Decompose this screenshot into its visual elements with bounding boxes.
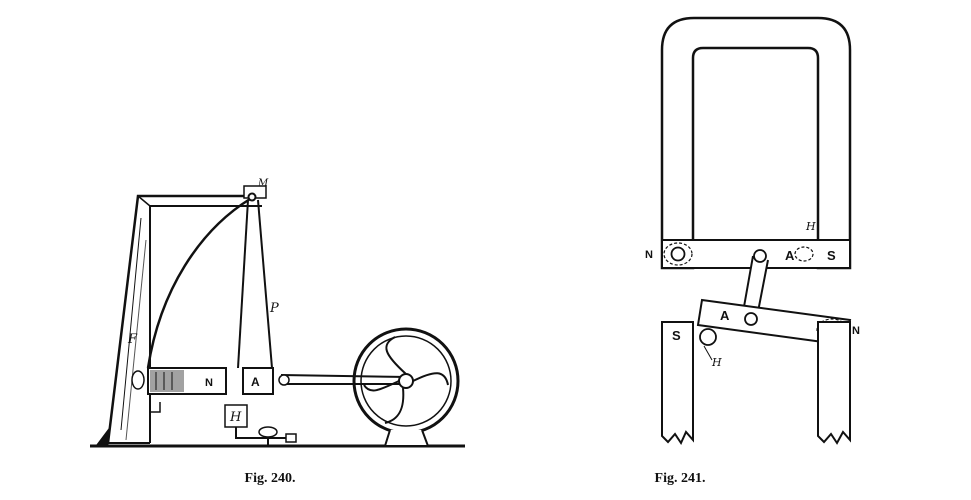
caption-fig-241: Fig. 241. [655,471,706,486]
label-h-bottom: H [711,356,722,369]
label-a-top: A [785,248,795,263]
pole-right [817,321,851,445]
magnet-n [131,367,227,413]
label-p: P [269,301,279,316]
connecting-rod [278,374,409,386]
pivot-n-top [670,246,686,262]
switch-h [224,404,297,446]
label-n-bottom: N [852,325,860,337]
label-a-bottom: A [720,308,730,323]
fig-241-diagram [660,16,852,446]
stop-h-top [794,246,814,262]
label-m: M [257,178,269,189]
label-h: H [229,410,242,425]
label-s-top: S [827,248,836,263]
label-s-bottom: S [672,328,681,343]
hinge-m [243,185,267,202]
pendulum-p [237,199,273,369]
label-a: A [251,375,260,389]
horseshoe-outer [660,16,852,270]
pole-left [661,321,694,446]
fig-240-diagram [90,185,465,448]
caption-fig-240: Fig. 240. [245,471,296,486]
label-h-top: H [805,220,816,233]
frame-f [95,194,262,447]
flywheel [352,327,460,447]
stop-h-bottom [699,328,717,346]
armature-a [242,367,274,395]
label-n-top: N [645,249,653,261]
label-f: F [127,332,138,347]
arc-guide [146,197,251,369]
label-n: N [205,377,213,389]
